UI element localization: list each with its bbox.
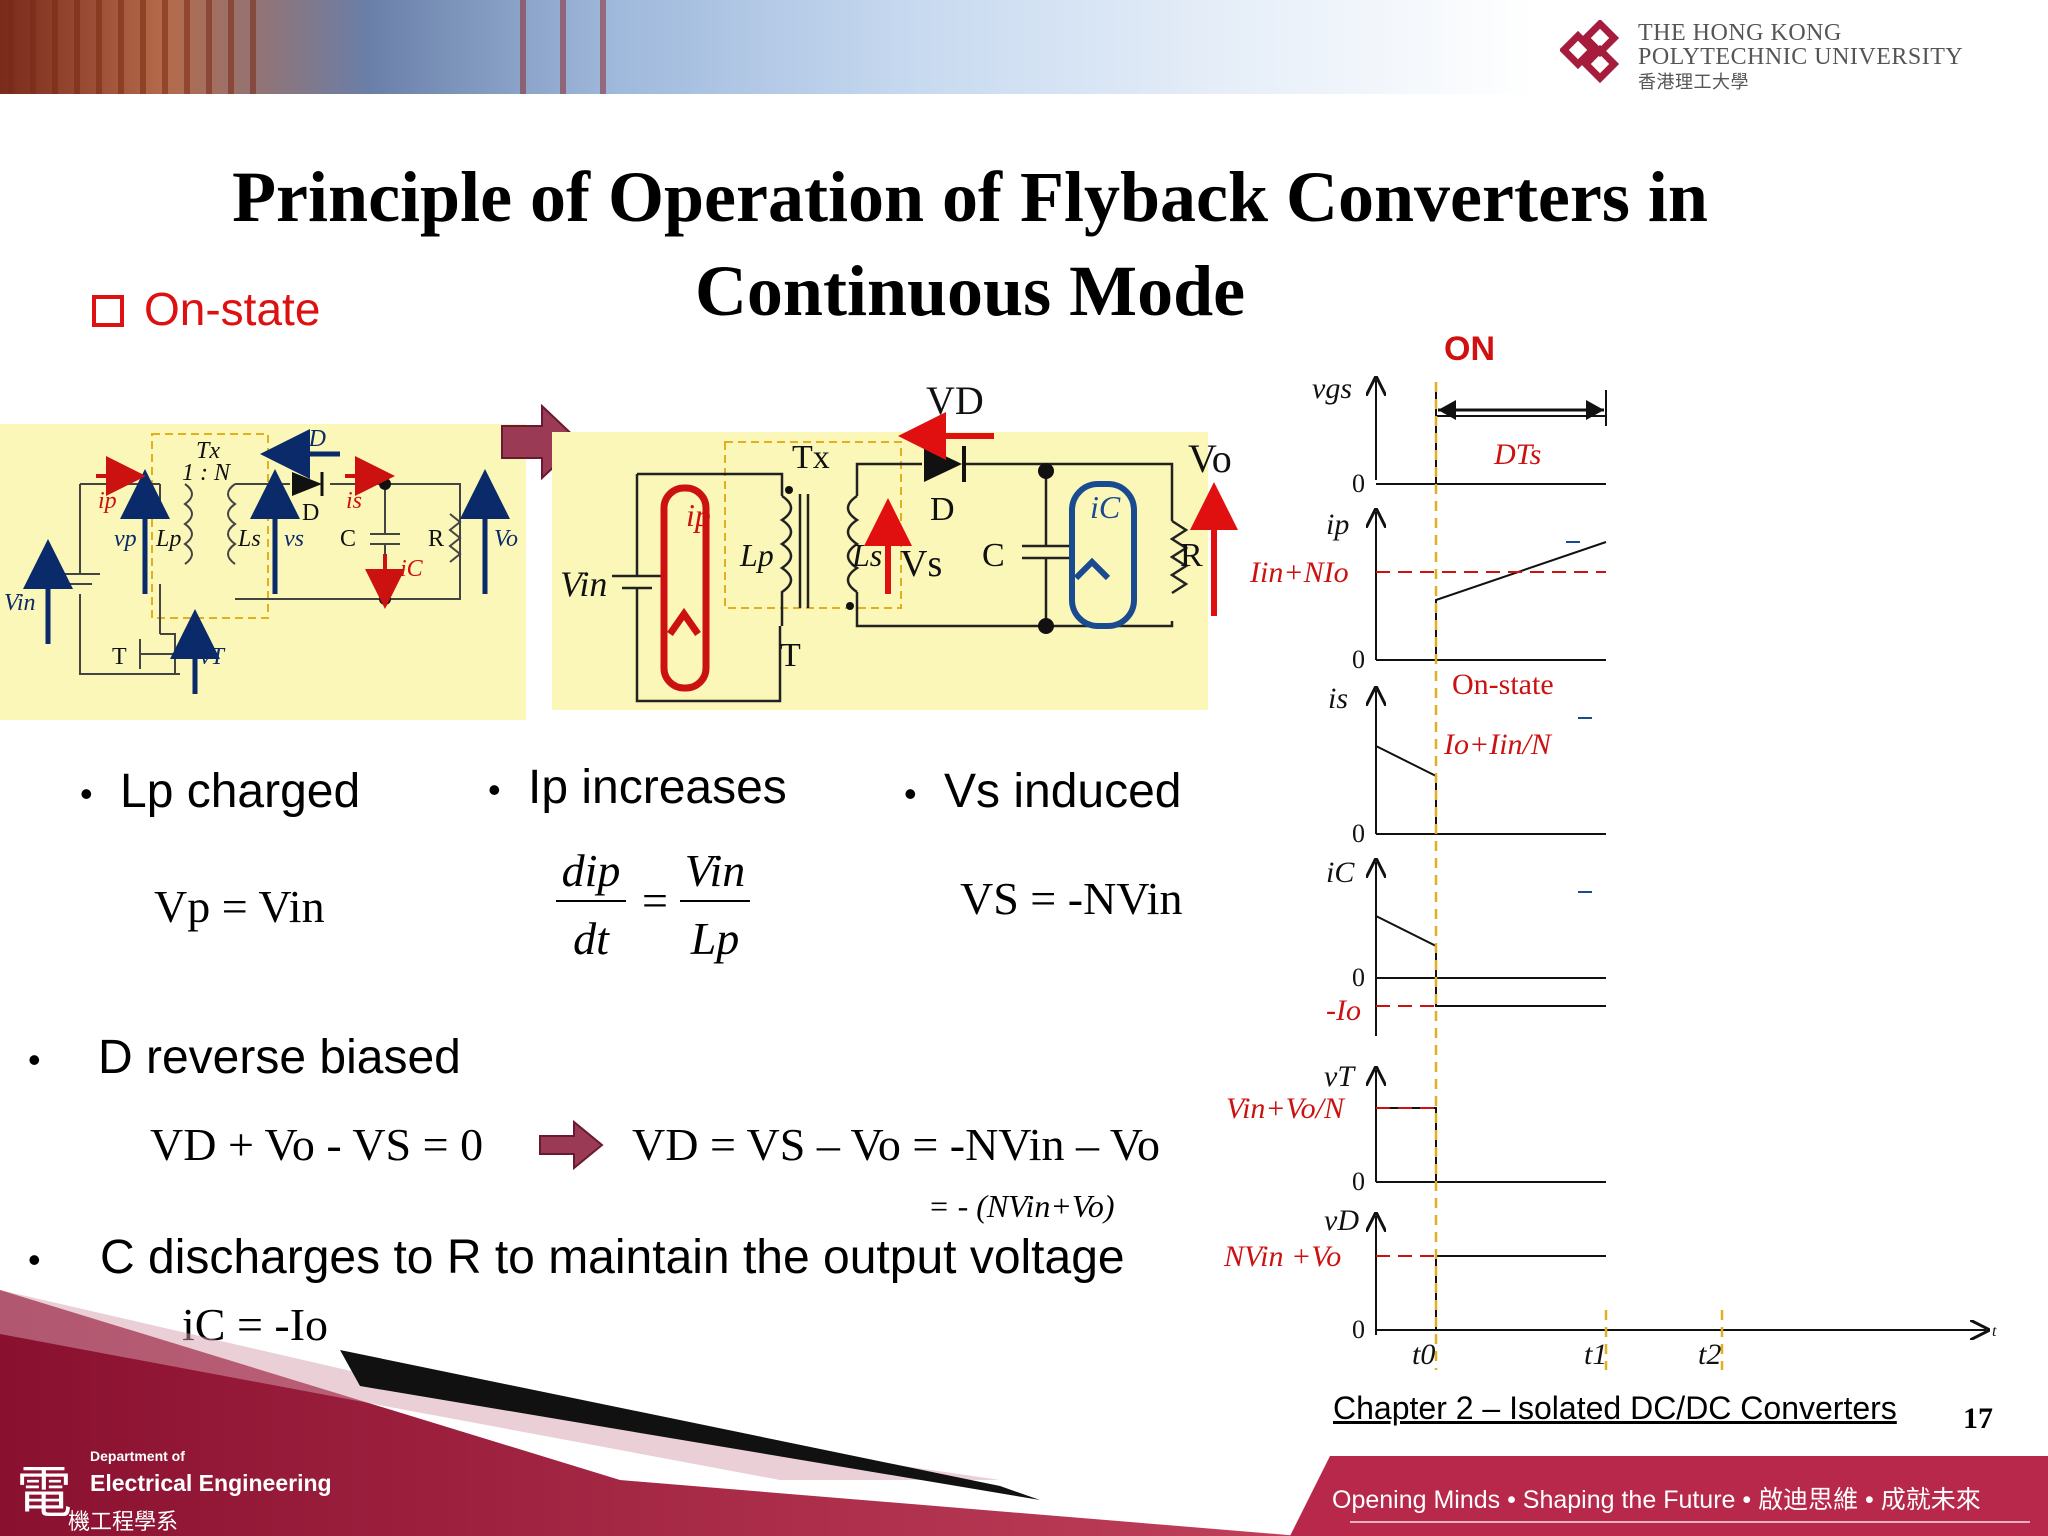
equation-dip-denominator: dt [573,913,609,964]
c1-label-tx: Tx [196,438,220,464]
page-number: 17 [1963,1402,1993,1435]
equation-dip-dt: dip dt = Vin Lp [556,844,756,964]
university-name-line2: POLYTECHNIC UNIVERSITY [1638,44,1964,70]
department-of: Department of [90,1448,185,1464]
c1-label-r: R [428,526,444,552]
c1-label-ic: iC [400,556,424,582]
polyu-logo-icon [1560,20,1620,84]
c2-label-lp: Lp [739,537,774,573]
header-banner [0,0,2048,94]
c1-label-c: C [340,526,356,552]
bullet-c-discharges: •C discharges to R to maintain the outpu… [28,1231,1125,1284]
c2-label-vo: Vo [1188,436,1232,481]
wave-ic-level: -Io [1326,994,1361,1027]
c2-label-r: R [1180,537,1203,574]
wave-on-label: ON [1444,330,1495,368]
c1-label-vs: vs [284,526,304,552]
department-name: Electrical Engineering [90,1470,332,1496]
footer-slogan: Opening Minds • Shaping the Future • 啟迪思… [1332,1486,1981,1514]
wave-ic-label: iC [1326,856,1355,889]
c1-label-ip: ip [98,488,117,514]
bullet-ip-increases: •Ip increases [488,761,787,814]
section-label: On-state [92,282,320,336]
wave-vt-label: vT [1324,1060,1356,1093]
c2-label-ic: iC [1090,489,1121,525]
c1-label-vp: vp [114,526,137,552]
wave-vgs-label: vgs [1312,372,1352,405]
c2-label-d: D [930,491,955,528]
c1-label-vin: Vin [4,590,36,616]
c2-label-t: T [780,637,801,674]
section-label-text: On-state [144,283,321,335]
c2-label-c: C [982,537,1005,574]
c1-label-ls: Ls [237,526,261,552]
wave-dts-label: DTs [1493,438,1541,471]
on-state-equivalent-circuit: VD Vo Tx D ip Lp Ls Vs C iC R Vin T [552,378,1238,710]
wave-is-onstate: On-state [1452,668,1554,701]
equation-vin-numerator: Vin [684,845,746,896]
wave-t2-label: t2 [1698,1338,1721,1371]
c2-label-vd: VD [926,378,984,423]
equation-loop: VD + Vo - VS = 0 [150,1119,484,1170]
wave-ip-level: Iin+NIo [1249,556,1349,589]
wave-t0-label: t0 [1412,1338,1435,1371]
c1-label-vd: vD [298,426,326,452]
wave-zero-2: 0 [1352,645,1365,674]
equation-vp: Vp = Vin [154,881,325,932]
c1-label-vo: Vo [494,526,518,552]
equation-vs: VS = -NVin [960,873,1183,924]
wave-zero-4: 0 [1352,963,1365,992]
waveform-diagram: ON DTs vgs ip is iC vT vD 0 0 0 0 0 0 Ii… [1223,330,1997,1371]
c1-label-vt: vT [200,644,226,670]
flyback-circuit-diagram: Tx 1 : N vD ip is vp Lp Ls vs D C R Vo V… [0,424,526,720]
slide-title-line1: Principle of Operation of Flyback Conver… [232,157,1708,237]
wave-is-label: is [1328,682,1348,715]
university-name-line1: THE HONG KONG [1638,20,1842,46]
university-name-chinese: 香港理工大學 [1638,72,1749,92]
c2-label-vin: Vin [560,564,607,604]
c2-label-tx: Tx [792,439,830,476]
wave-t-axis-label: t [1992,1323,1997,1340]
equation-vd-simplified: = - (NVin+Vo) [928,1188,1115,1224]
wave-ip-label: ip [1326,508,1349,541]
c1-label-d: D [302,500,319,526]
wave-zero-6: 0 [1352,1315,1365,1344]
chapter-footer-link[interactable]: Chapter 2 – Isolated DC/DC Converters [1333,1390,1897,1426]
wave-t1-label: t1 [1584,1338,1607,1371]
bullet-d-reverse: •D reverse biased [28,1031,461,1084]
wave-is-level: Io+Iin/N [1443,728,1553,761]
slide-title-line2: Continuous Mode [694,251,1246,331]
wave-zero-5: 0 [1352,1167,1365,1196]
c1-label-t: T [112,644,127,670]
c1-label-is: is [346,488,362,514]
wave-zero-1: 0 [1352,469,1365,498]
c2-label-vs: Vs [900,543,942,585]
c2-label-ls: Ls [851,537,882,573]
checkbox-bullet-icon [92,295,124,327]
c2-label-ip: ip [686,497,711,533]
wave-vd-label: vD [1324,1204,1359,1237]
equation-lp-denominator: Lp [690,913,740,964]
department-logo-char: 電 [16,1461,72,1526]
slide-title: Principle of Operation of Flyback Conver… [100,150,1840,338]
implies-arrow-icon [539,1120,604,1170]
bullet-vs-induced: •Vs induced [904,765,1182,818]
equation-dip-numerator: dip [561,845,621,896]
bullet-lp-charged: •Lp charged [80,765,361,818]
footer-decoration [0,1290,2048,1536]
c1-label-lp: Lp [155,526,181,552]
wave-vd-level: NVin +Vo [1223,1240,1341,1273]
equation-vd: VD = VS – Vo = -NVin – Vo [632,1119,1160,1170]
wave-zero-3: 0 [1352,819,1365,848]
wave-vt-level: Vin+Vo/N [1226,1092,1346,1125]
department-name-chinese: 機工程學系 [68,1509,179,1534]
c1-label-ratio: 1 : N [182,460,232,486]
